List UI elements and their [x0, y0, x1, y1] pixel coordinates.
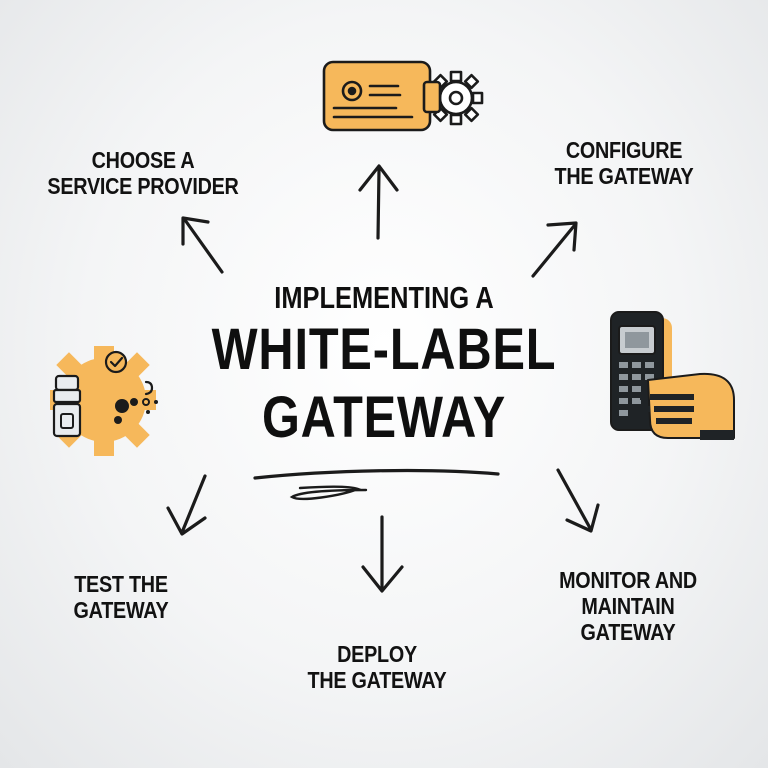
step-label-line: THE GATEWAY	[554, 162, 694, 189]
arrow-upper-right	[531, 221, 578, 278]
arrow-lower-right	[556, 468, 600, 533]
step-test-gateway: TEST THE GATEWAY	[57, 571, 186, 624]
diagram-subtitle: IMPLEMENTING A	[274, 280, 494, 315]
diagram-title-line-1: WHITE-LABEL	[211, 317, 557, 382]
step-configure-gateway: CONFIGURE THE GATEWAY	[547, 137, 702, 190]
step-label-line: GATEWAY	[73, 596, 169, 623]
step-label-line: CHOOSE A	[91, 147, 195, 173]
step-label-line: GATEWAY	[580, 618, 676, 645]
step-label-line: MAINTAIN	[581, 592, 675, 619]
step-deploy-gateway: DEPLOY THE GATEWAY	[295, 641, 458, 694]
step-label-line: CONFIGURE	[565, 137, 683, 163]
step-label-line: SERVICE PROVIDER	[47, 172, 239, 199]
step-label-line: TEST THE	[74, 571, 168, 597]
step-label-line: MONITOR AND	[559, 567, 697, 593]
step-choose-service-provider: CHOOSE A SERVICE PROVIDER	[42, 147, 243, 200]
arrow-lower-left	[166, 474, 207, 536]
arrow-up	[358, 164, 399, 240]
arrow-down	[361, 515, 404, 593]
step-label-line: THE GATEWAY	[307, 666, 447, 693]
step-label-line: DEPLOY	[337, 641, 417, 667]
diagram-title-line-2: GATEWAY	[261, 385, 507, 450]
arrow-upper-left	[181, 216, 224, 274]
underline-swoosh	[253, 468, 500, 501]
step-monitor-maintain-gateway: MONITOR AND MAINTAIN GATEWAY	[549, 567, 707, 645]
